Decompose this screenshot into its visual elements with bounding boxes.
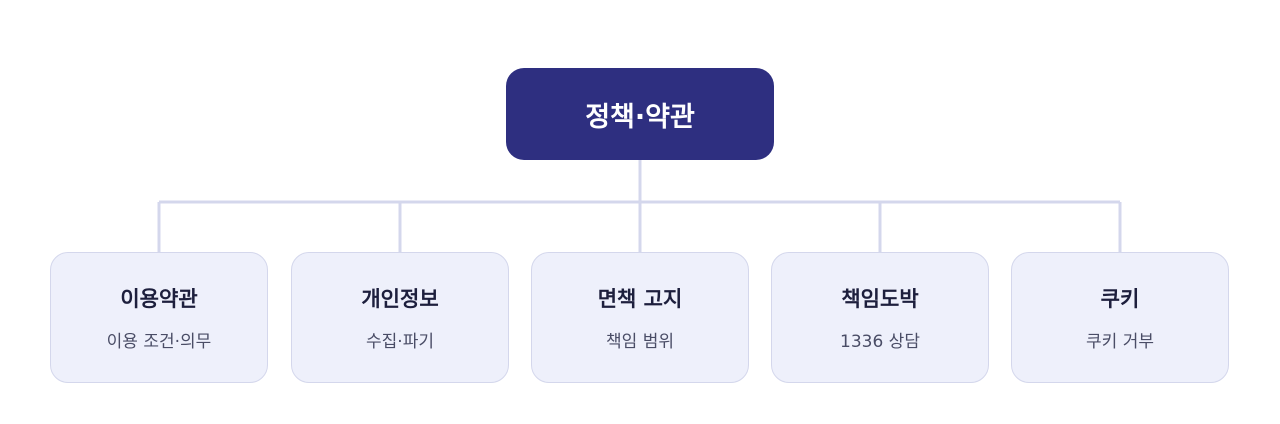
child-node-title: 개인정보 xyxy=(361,287,439,311)
child-node-disclaimer: 면책 고지 책임 범위 xyxy=(531,252,749,383)
child-node-title: 면책 고지 xyxy=(597,287,683,311)
child-node-cookies: 쿠키 쿠키 거부 xyxy=(1011,252,1229,383)
child-node-subtitle: 수집·파기 xyxy=(366,332,434,352)
child-node-subtitle: 쿠키 거부 xyxy=(1086,332,1154,352)
child-node-subtitle: 이용 조건·의무 xyxy=(106,332,212,352)
root-node-label: 정책·약관 xyxy=(585,101,695,133)
child-node-responsible-gambling: 책임도박 1336 상담 xyxy=(771,252,989,383)
child-node-terms: 이용약관 이용 조건·의무 xyxy=(50,252,268,383)
child-node-title: 책임도박 xyxy=(841,287,919,311)
child-node-title: 이용약관 xyxy=(120,287,198,311)
child-node-subtitle: 책임 범위 xyxy=(606,332,674,352)
child-node-title: 쿠키 xyxy=(1100,287,1140,311)
root-node-policy: 정책·약관 xyxy=(506,68,774,160)
child-node-privacy: 개인정보 수집·파기 xyxy=(291,252,509,383)
child-node-subtitle: 1336 상담 xyxy=(840,332,920,352)
